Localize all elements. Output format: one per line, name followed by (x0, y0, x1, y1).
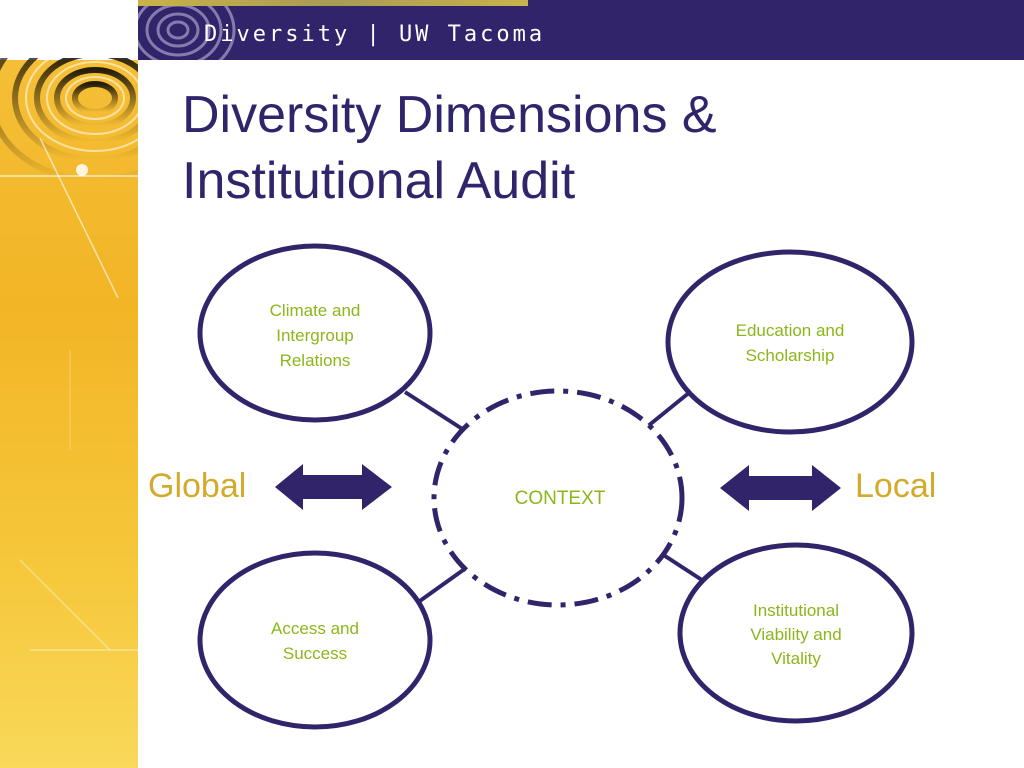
local-label: Local (855, 467, 937, 505)
left-band-top (0, 0, 138, 60)
connector-top-left (403, 390, 469, 434)
slide-title-line-2: Institutional Audit (182, 152, 576, 210)
node-access-ellipse (197, 550, 433, 730)
node-institutional-ellipse (677, 542, 915, 724)
context-label: CONTEXT (514, 488, 606, 509)
left-decorative-band (0, 0, 138, 768)
node-education-label: Education and Scholarship (735, 321, 845, 365)
left-double-arrow-icon (275, 464, 392, 510)
slide-title-line-1: Diversity Dimensions & (182, 86, 717, 144)
node-education-ellipse (665, 249, 915, 435)
node-institutional-label: Institutional Viability and Vitality (750, 601, 842, 668)
context-circle (431, 388, 685, 608)
node-climate-label: Climate and Intergroup Relations (269, 301, 361, 370)
header-title: Diversity | UW Tacoma (204, 22, 546, 47)
fingerprint-swirl-icon (0, 58, 138, 298)
global-label: Global (148, 467, 247, 505)
connector-bottom-right (660, 552, 707, 584)
node-access-label: Access and Success (271, 619, 359, 663)
header-bar: Diversity | UW Tacoma (138, 0, 1024, 60)
connector-top-right (646, 390, 692, 428)
header-gold-stripe (138, 0, 528, 6)
decorative-light-lines (19, 350, 138, 651)
right-double-arrow-icon (720, 465, 841, 511)
slide-title: Diversity Dimensions & Institutional Aud… (182, 82, 1002, 214)
node-climate-ellipse (197, 243, 433, 423)
